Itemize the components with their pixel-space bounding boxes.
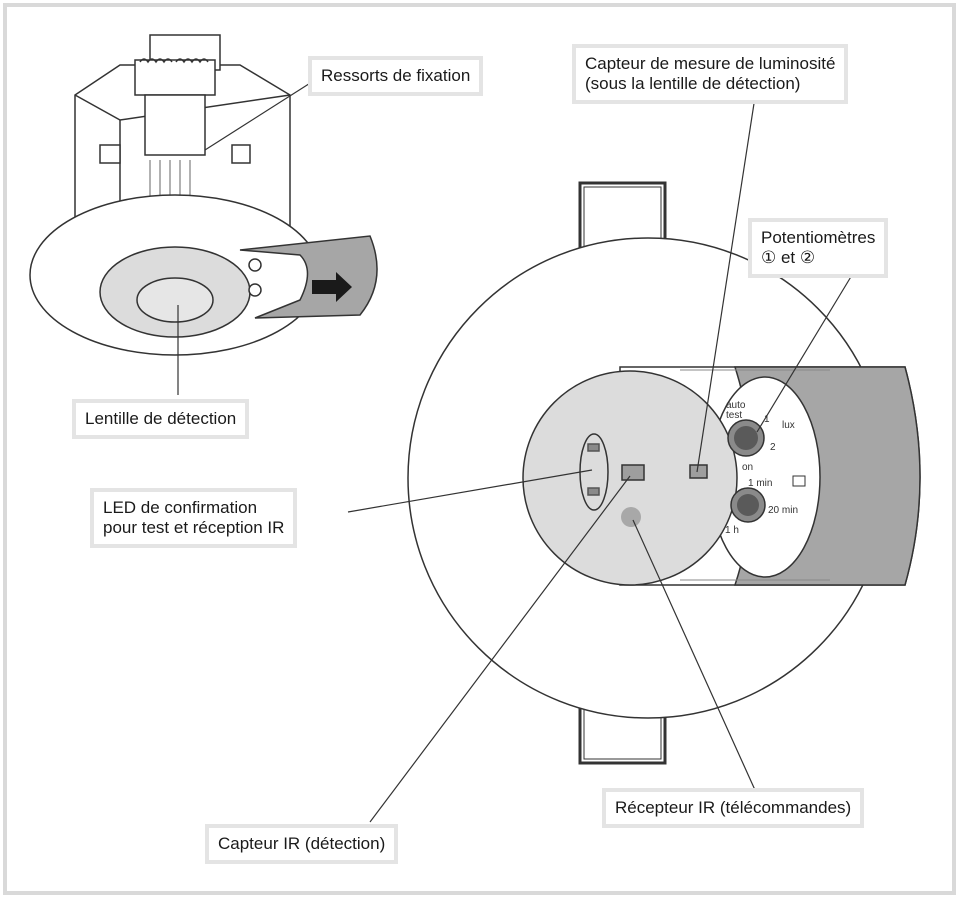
leader-lines <box>177 79 853 823</box>
leader-led <box>347 469 593 513</box>
dial-label-1h: 1 h <box>725 525 739 536</box>
dial-label-on: on <box>742 462 753 473</box>
dial-label-test: test <box>726 410 742 421</box>
callout-lentille: Lentille de détection <box>76 403 246 435</box>
leader-potentiometres <box>756 274 853 433</box>
outer-border <box>3 3 956 895</box>
callout-capteur-ir: Capteur IR (détection) <box>209 828 395 860</box>
dial-labels: auto test 1 lux 2 on 1 min 20 min 1 h <box>725 400 798 536</box>
dial-label-1min: 1 min <box>748 478 772 489</box>
callout-capteur-luminosite: Capteur de mesure de luminosité (sous la… <box>576 48 845 100</box>
callout-recepteur: Récepteur IR (télécommandes) <box>606 792 861 824</box>
dial-label-2: 2 <box>770 442 776 453</box>
dial-label-1: 1 <box>764 414 770 425</box>
callout-ressorts: Ressorts de fixation <box>312 60 480 92</box>
leader-ressorts <box>204 79 316 151</box>
callout-potentiometres: Potentiomètres ① et ② <box>752 222 885 274</box>
detector-front-view <box>407 181 921 765</box>
dial-label-20min: 20 min <box>768 505 798 516</box>
leader-capteur-ir <box>369 475 631 823</box>
leader-luminosite <box>696 96 756 473</box>
detector-side-view <box>29 34 378 356</box>
dial-label-lux: lux <box>782 420 795 431</box>
callout-led: LED de confirmation pour test et récepti… <box>94 492 294 544</box>
leader-recepteur <box>632 519 756 791</box>
dial-label-auto: auto <box>726 400 746 411</box>
